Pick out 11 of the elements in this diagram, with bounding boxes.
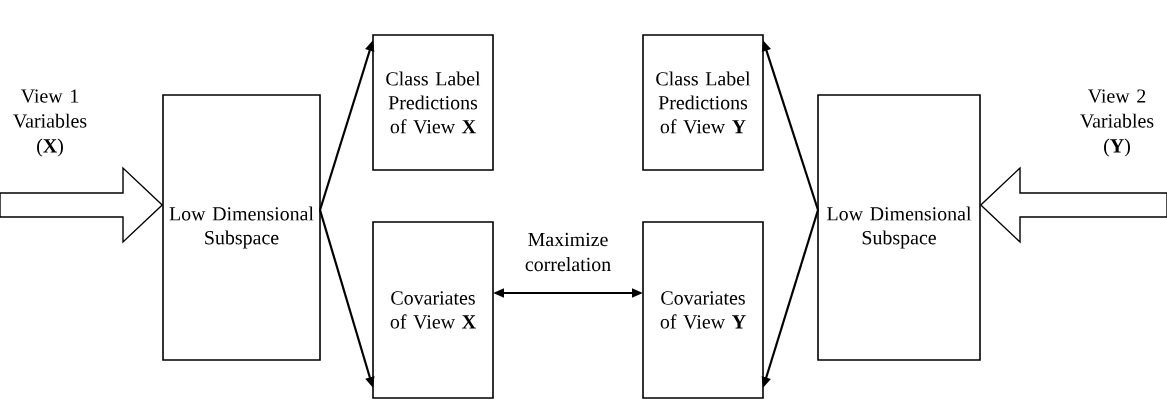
edge-label: Maximize correlation [512,231,624,273]
edge-label: View 2 Variables (Y) [1077,88,1157,158]
process-box: Low Dimensional Subspace [162,94,321,361]
block-arrow [979,166,1167,244]
block-arrow [0,166,164,244]
process-box: Class Label Predictions of View Y [642,34,764,171]
process-box: Covariates of View Y [642,221,764,399]
process-box: Class Label Predictions of View X [372,34,494,171]
process-box: Covariates of View X [372,221,494,399]
process-box: Low Dimensional Subspace [817,94,981,361]
edge-label: View 1 Variables (X) [10,88,90,158]
